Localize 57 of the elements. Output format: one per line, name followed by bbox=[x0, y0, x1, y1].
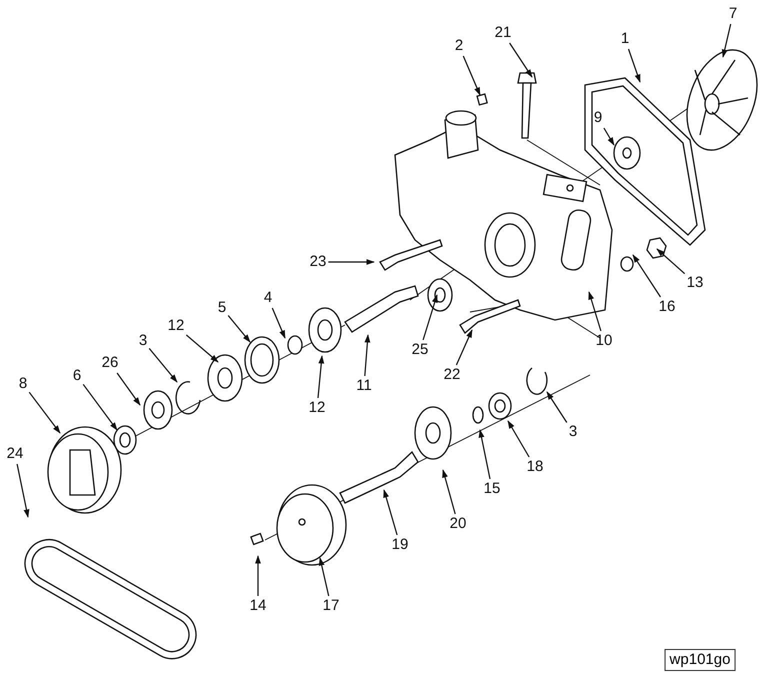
callout-number: 20 bbox=[450, 516, 466, 532]
leader-line bbox=[82, 384, 118, 431]
leader-line bbox=[28, 392, 60, 434]
leader-line bbox=[462, 56, 481, 96]
leader-line bbox=[632, 254, 661, 298]
leader-line bbox=[603, 128, 615, 146]
leader-line bbox=[116, 372, 140, 406]
leader-line bbox=[364, 334, 370, 376]
leader-line bbox=[186, 334, 219, 363]
leader-line bbox=[628, 48, 641, 83]
leader-line bbox=[546, 391, 568, 423]
callout-number: 16 bbox=[658, 299, 676, 315]
leader-line bbox=[16, 464, 30, 518]
callout-number: 6 bbox=[72, 368, 82, 384]
leader-line bbox=[255, 555, 261, 596]
leader-line bbox=[722, 24, 732, 58]
callout-number: 8 bbox=[18, 376, 28, 392]
callout-number: 11 bbox=[356, 378, 372, 394]
callout-number: 12 bbox=[308, 400, 326, 416]
callout-number: 15 bbox=[484, 481, 500, 497]
leader-line bbox=[328, 259, 375, 265]
figure-id: wp101go bbox=[664, 649, 736, 671]
leader-line bbox=[272, 308, 286, 339]
callout-number: 4 bbox=[264, 290, 272, 306]
callout-number: 7 bbox=[728, 6, 738, 22]
callout-number: 13 bbox=[686, 275, 704, 291]
callout-number: 24 bbox=[6, 446, 24, 462]
leader-line bbox=[148, 348, 178, 383]
callout-number: 21 bbox=[494, 25, 512, 41]
leader-line bbox=[317, 355, 324, 398]
callout-number: 3 bbox=[138, 333, 148, 349]
leader-line bbox=[507, 420, 530, 458]
callout-number: 5 bbox=[218, 300, 226, 316]
callout-number: 3 bbox=[568, 424, 578, 440]
callout-number: 2 bbox=[454, 38, 464, 54]
callout-number: 18 bbox=[526, 459, 544, 475]
callout-number: 26 bbox=[102, 355, 118, 371]
callout-number: 10 bbox=[596, 333, 612, 349]
callout-number: 23 bbox=[310, 254, 326, 270]
callout-number: 14 bbox=[250, 598, 266, 614]
leader-line bbox=[442, 469, 456, 514]
leader-line bbox=[422, 294, 438, 340]
leader-line bbox=[509, 42, 532, 78]
callout-number: 17 bbox=[322, 598, 340, 614]
leader-line bbox=[383, 489, 398, 536]
leader-line bbox=[478, 429, 491, 480]
callout-number: 9 bbox=[594, 110, 602, 126]
callout-number: 12 bbox=[168, 318, 184, 334]
callout-number: 25 bbox=[412, 342, 428, 358]
callout-number: 1 bbox=[620, 31, 630, 47]
leader-line bbox=[228, 315, 251, 343]
leader-line bbox=[456, 329, 473, 366]
callout-number: 19 bbox=[392, 537, 408, 553]
leader-line bbox=[318, 557, 330, 596]
leader-line bbox=[656, 248, 686, 274]
leader-line bbox=[588, 291, 602, 332]
callout-number: 22 bbox=[444, 367, 460, 383]
